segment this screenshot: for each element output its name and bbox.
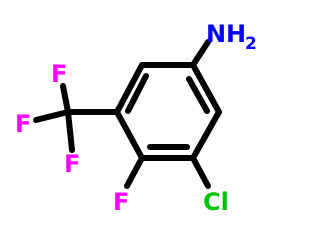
bond-ring-to-cl: [190, 155, 211, 189]
ring-bond-bottom-left: [114, 109, 145, 161]
bond-cf3-to-f-left: [33, 109, 71, 123]
bond-ring-to-f: [124, 155, 145, 189]
molecule-structure: N H 2 F F F F Cl: [0, 0, 282, 228]
bond-to-amine: [190, 39, 211, 68]
chlorine-label: Cl: [203, 188, 229, 216]
bond-cf3-to-f-top: [60, 83, 71, 115]
amine-nitrogen-label: N: [206, 20, 226, 48]
ring-bond-top-left: [114, 62, 145, 115]
amine-hydrogen-label: H: [226, 20, 246, 48]
background: [0, 0, 282, 228]
ring-bond-bottom-right: [190, 109, 222, 161]
cf3-fluorine-top-label: F: [51, 60, 67, 88]
atom-labels: N H 2 F F F F Cl: [15, 20, 257, 216]
cf3-fluorine-left-label: F: [15, 110, 31, 138]
amine-subscript-label: 2: [245, 34, 257, 54]
bond-cf3-to-f-bottom: [65, 109, 75, 153]
bond-layer: [33, 39, 222, 189]
ring-double-bond-right: [186, 76, 210, 114]
ring-double-bond-left: [125, 73, 149, 114]
ring-fluorine-label: F: [113, 188, 129, 216]
cf3-fluorine-bottom-label: F: [64, 150, 80, 178]
ring-bond-top-right: [190, 62, 222, 115]
